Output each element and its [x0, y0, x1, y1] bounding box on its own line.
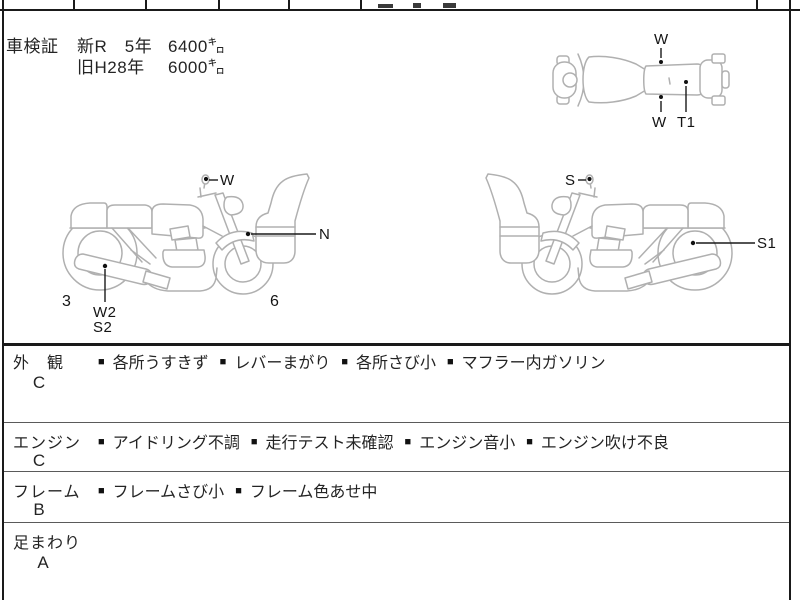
inspection-item-label: エンジン吹け不良: [540, 435, 669, 452]
inspection-item-label: マフラー内ガソリン: [461, 355, 606, 372]
section-divider: [4, 522, 789, 523]
rightview-label-s1: S1: [757, 235, 777, 252]
inspection-item-label: フレーム色あせ中: [249, 484, 378, 501]
section-name-engine: エンジン: [13, 435, 82, 452]
clipped-row-text-fragment: [378, 4, 393, 8]
top-row-divider: [288, 0, 290, 10]
inspection-item: ■ アイドリング不調: [98, 429, 240, 453]
bullet-square-icon: ■: [219, 355, 227, 368]
inspection-item: ■ マフラー内ガソリン: [447, 349, 606, 373]
section-name-frame: フレーム: [13, 484, 81, 501]
shaken-label: 車検証: [6, 37, 59, 56]
top-row-divider: [73, 0, 75, 10]
inspection-item: ■ 各所うすきず: [98, 349, 209, 373]
inspection-item-label: フレームさび小: [112, 484, 225, 501]
bullet-square-icon: ■: [341, 355, 348, 368]
inspection-item: ■ レバーまがり: [220, 349, 331, 373]
bullet-square-icon: ■: [98, 355, 105, 368]
inspection-item-label: エンジン音小: [419, 435, 516, 452]
leftview-label-w: W: [220, 172, 235, 189]
section-top-thick-rule: [2, 343, 791, 346]
defect-pointers: [102, 48, 755, 302]
top-row-bottom-border: [0, 9, 800, 11]
inspection-item: ■ フレームさび小: [98, 478, 224, 502]
section-name-exterior: 外 観: [13, 355, 65, 372]
inspection-item-label: 各所うすきず: [112, 355, 209, 372]
section-grade-engine: C: [32, 451, 46, 470]
top-row-divider: [145, 0, 147, 10]
top-row-divider: [360, 0, 362, 10]
inspection-item-label: 走行テスト未確認: [265, 435, 394, 452]
leftview-position-6: 6: [270, 293, 279, 310]
bullet-square-icon: ■: [235, 484, 242, 497]
shaken-old-year: 旧H28年: [77, 58, 145, 77]
section-items-engine: ■ アイドリング不調 ■ 走行テスト未確認 ■ エンジン音小 ■ エンジン吹け不良: [98, 429, 669, 453]
topview-label-w-top: W: [654, 31, 669, 48]
motorcycle-right-side-view: [485, 173, 733, 295]
inspection-item-label: アイドリング不調: [112, 435, 240, 452]
clipped-row-text-fragment: [413, 3, 421, 8]
leftview-label-w2: W2: [93, 304, 117, 321]
inspection-item: ■ フレーム色あせ中: [235, 478, 377, 502]
inspection-item: ■ 走行テスト未確認: [251, 429, 394, 453]
top-row-divider: [756, 0, 758, 10]
left-border: [2, 0, 4, 600]
section-grade-undercarriage: A: [37, 553, 49, 572]
bullet-square-icon: ■: [526, 435, 533, 448]
bullet-square-icon: ■: [447, 355, 454, 368]
clipped-row-text-fragment: [443, 3, 456, 8]
motorcycle-top-view: [552, 53, 730, 107]
inspection-item: ■ 各所さび小: [341, 349, 436, 373]
leftview-label-n: N: [319, 226, 331, 243]
rightview-label-s: S: [565, 172, 576, 189]
top-row-divider: [218, 0, 220, 10]
bullet-square-icon: ■: [250, 435, 258, 448]
section-grade-frame: B: [33, 500, 45, 519]
inspection-item-label: 各所さび小: [356, 355, 437, 372]
topview-label-t1: T1: [677, 114, 696, 131]
topview-label-w-bottom: W: [652, 114, 667, 131]
leftview-label-s2: S2: [93, 319, 113, 336]
shaken-new-mileage: 6400㌔: [168, 37, 226, 56]
shaken-old-mileage: 6000㌔: [168, 58, 226, 77]
bullet-square-icon: ■: [404, 435, 412, 448]
inspection-item: ■ エンジン音小: [405, 429, 516, 453]
section-items-frame: ■ フレームさび小 ■ フレーム色あせ中: [98, 478, 377, 502]
section-divider: [4, 422, 789, 423]
inspection-item: ■ エンジン吹け不良: [526, 429, 669, 453]
section-divider: [4, 471, 789, 472]
section-name-undercarriage: 足まわり: [13, 535, 82, 552]
bullet-square-icon: ■: [98, 484, 105, 497]
inspection-item-label: レバーまがり: [234, 355, 331, 372]
right-border: [789, 0, 791, 600]
section-items-exterior: ■ 各所うすきず ■ レバーまがり ■ 各所さび小 ■ マフラー内ガソリン: [98, 349, 606, 373]
leftview-position-3: 3: [62, 293, 71, 310]
bullet-square-icon: ■: [98, 435, 105, 448]
shaken-new-year: 新R 5年: [77, 37, 153, 56]
section-grade-exterior: C: [32, 373, 46, 392]
